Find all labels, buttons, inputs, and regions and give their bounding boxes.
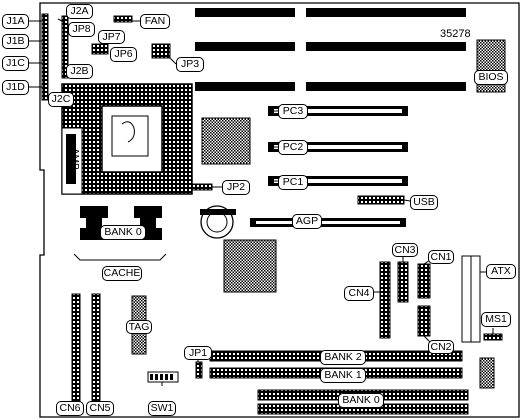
label-j2a: J2A: [66, 4, 93, 19]
ide-connector-cn5: [91, 293, 101, 407]
label-jp3: JP3: [176, 57, 204, 72]
label-jp7: JP7: [98, 30, 125, 44]
dip-switch-sw1: [147, 371, 179, 383]
label-j1d: J1D: [2, 80, 29, 95]
isa-slot: [195, 82, 295, 91]
label-atx: ATX: [486, 264, 516, 279]
label-agp: AGP: [292, 214, 322, 229]
pci-slots: [268, 106, 408, 186]
jumper-jp3-pins: [151, 43, 171, 59]
connector-cn4: [379, 261, 391, 339]
label-cn5: CN5: [86, 401, 114, 416]
battery: [200, 205, 236, 239]
label-jp8: JP8: [68, 22, 95, 37]
label-bank0-cache: BANK 0: [100, 225, 146, 240]
label-j1c: J1C: [2, 56, 29, 71]
label-pc1: PC1: [278, 175, 308, 190]
connector-cn1: [417, 263, 431, 299]
label-cn4: CN4: [344, 286, 374, 301]
label-cache: CACHE: [102, 266, 142, 281]
label-pc2: PC2: [278, 140, 308, 155]
label-cn2: CN2: [428, 340, 454, 354]
label-cn1: CN1: [428, 250, 454, 264]
label-bank1: BANK 1: [320, 368, 366, 383]
fan-header-pins: [113, 15, 133, 23]
usb-header: [357, 195, 405, 205]
isa-slot: [195, 42, 295, 51]
label-ms1: MS1: [481, 312, 511, 327]
label-sw1: SW1: [148, 401, 176, 416]
label-jp6: JP6: [110, 47, 137, 62]
jumper-jp1-pins: [195, 361, 203, 379]
label-jp2: JP2: [222, 180, 250, 195]
cpu-socket: [61, 83, 193, 195]
board-outline: [39, 2, 520, 418]
jumper-j1-block: [41, 13, 49, 101]
label-amp: AMP: [69, 148, 80, 170]
label-tag: TAG: [126, 320, 152, 334]
isa-slot: [306, 82, 466, 91]
isa-slot: [306, 8, 466, 17]
ms1-pins: [483, 333, 503, 341]
chipset-north: [201, 117, 251, 165]
label-cn3: CN3: [392, 243, 418, 257]
jumper-jp2-pins: [191, 183, 213, 191]
label-jp1: JP1: [184, 346, 212, 360]
label-bank0: BANK 0: [338, 393, 384, 408]
isa-slots: [195, 8, 466, 91]
isa-slot: [306, 42, 466, 51]
label-j2c: J2C: [48, 92, 74, 107]
label-bank2: BANK 2: [320, 350, 366, 365]
jumper-j2-block: [61, 15, 69, 79]
label-j1b: J1B: [2, 34, 29, 49]
label-cn6: CN6: [56, 401, 84, 416]
ide-connector-cn6: [71, 293, 81, 407]
connector-cn2: [417, 305, 431, 337]
label-j1a: J1A: [2, 14, 29, 29]
label-fan: FAN: [140, 14, 170, 29]
label-usb: USB: [410, 195, 438, 210]
label-bios: BIOS: [474, 70, 508, 85]
isa-slot: [195, 8, 295, 17]
jumper-jp6-block: [91, 43, 109, 55]
label-pc3: PC3: [278, 104, 308, 119]
rear-io-connector: [479, 357, 495, 389]
connector-cn3: [397, 261, 409, 303]
chipset-south: [223, 239, 277, 293]
label-j2b: J2B: [66, 64, 93, 79]
figure-number: 35278: [440, 28, 471, 40]
